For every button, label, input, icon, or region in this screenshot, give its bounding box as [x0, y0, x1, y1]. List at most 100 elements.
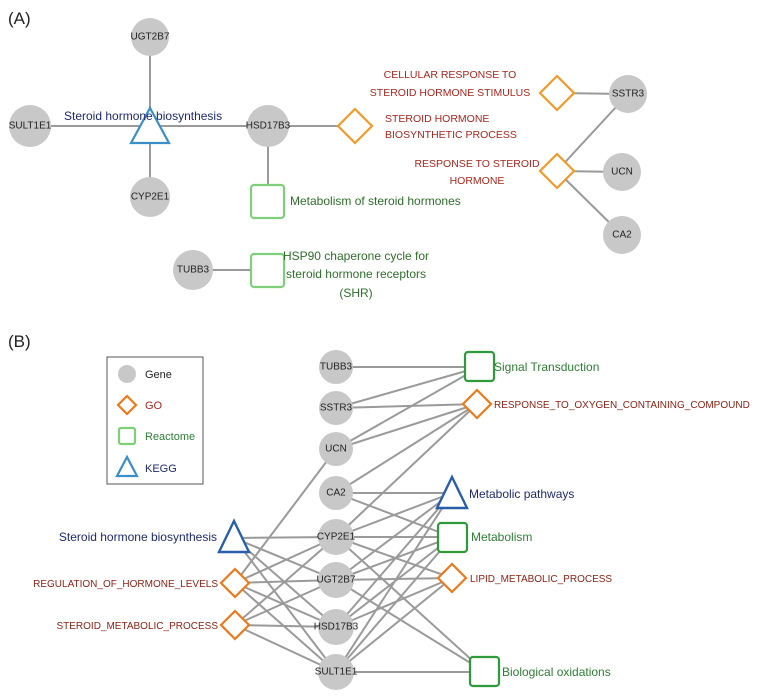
edge [335, 403, 478, 538]
reactome-label-line1: HSP90 chaperone cycle for [283, 249, 429, 263]
reactome-label: Metabolism [471, 530, 532, 544]
gene-node-sult1e1: SULT1E1 [9, 105, 52, 147]
kegg-triangle-icon [129, 105, 171, 145]
reactome-label: Metabolism of steroid hormones [290, 194, 461, 208]
edge [234, 582, 337, 673]
gene-node-ca2: CA2 [603, 216, 641, 254]
go-label: REGULATION_OF_HORMONE_LEVELS [33, 579, 218, 590]
go-label-line2: STEROID HORMONE STIMULUS [370, 87, 530, 99]
go-diamond-icon [336, 107, 374, 145]
reactome-node-biological-oxidations: Biological oxidations [468, 655, 611, 688]
legend-reactome-icon [117, 426, 137, 446]
gene-node-ucn-b: UCN [319, 432, 353, 466]
gene-label: UGT2B7 [131, 32, 170, 43]
gene-node-ugt2b7-b: UGT2B7 [317, 562, 356, 598]
reactome-label-line2: steroid hormone receptors [286, 267, 426, 281]
edge [234, 448, 337, 584]
gene-label: CYP2E1 [131, 192, 170, 203]
edge [234, 536, 337, 584]
gene-node-ucn: UCN [603, 153, 641, 191]
kegg-triangle-icon [435, 474, 469, 510]
legend: Gene GO Reactome KEGG [106, 356, 204, 485]
gene-node-tubb3-b: TUBB3 [319, 350, 353, 384]
go-diamond-icon [538, 152, 576, 190]
go-label-line1: RESPONSE TO STEROID [414, 158, 539, 170]
go-node-lipid-metabolic-process: LIPID_METABOLIC_PROCESS [436, 562, 612, 594]
edge [335, 577, 453, 673]
go-label: RESPONSE_TO_OXYGEN_CONTAINING_COMPOUND [494, 400, 750, 411]
go-label-line2: HORMONE [450, 175, 505, 187]
gene-label: UCN [611, 167, 633, 178]
kegg-label: Metabolic pathways [469, 487, 574, 501]
legend-kegg-label: KEGG [145, 463, 177, 475]
panel-a: (A) UGT2B7 SULT1E1 CYP2E1 [8, 9, 647, 300]
gene-node-hsd17b3-b: HSD17B3 [314, 609, 359, 645]
gene-label: SSTR3 [612, 89, 645, 100]
go-label: LIPID_METABOLIC_PROCESS [470, 574, 612, 585]
panel-b-edges [233, 366, 486, 673]
edge [335, 577, 453, 628]
panel-b: (B) Gene GO Reactome KEGG [8, 332, 750, 690]
kegg-node-steroid-biosynthesis: Steroid hormone biosynthesis [64, 105, 222, 145]
edge [335, 579, 486, 673]
gene-node-sstr3: SSTR3 [609, 75, 647, 113]
reactome-node-metabolism-steroid: Metabolism of steroid hormones [249, 183, 461, 220]
gene-label: CA2 [612, 230, 632, 241]
go-node-cellular-response: CELLULAR RESPONSE TO STEROID HORMONE STI… [370, 69, 576, 112]
go-node-response-oxygen: RESPONSE_TO_OXYGEN_CONTAINING_COMPOUND [461, 388, 750, 420]
reactome-label: Signal Transduction [494, 360, 599, 374]
reactome-square-icon [249, 252, 286, 289]
edge [335, 492, 453, 538]
kegg-node-steroid-biosynthesis-b: Steroid hormone biosynthesis [59, 518, 251, 554]
go-node-biosynthetic-process: STEROID HORMONE BIOSYNTHETIC PROCESS [336, 107, 517, 145]
reactome-node-signal-transduction: Signal Transduction [463, 350, 599, 383]
edge [335, 536, 453, 579]
legend-gene-icon [118, 365, 136, 383]
reactome-square-icon [468, 655, 501, 688]
edge [335, 403, 478, 450]
reactome-square-icon [463, 350, 496, 383]
gene-label: SULT1E1 [9, 121, 52, 132]
go-label: STEROID_METABOLIC_PROCESS [56, 621, 218, 632]
edge [335, 536, 486, 673]
gene-label: HSD17B3 [314, 622, 359, 633]
edge [335, 366, 481, 450]
edge [234, 579, 337, 626]
gene-node-sstr3-b: SSTR3 [319, 391, 353, 425]
gene-label: TUBB3 [177, 265, 210, 276]
gene-label: UCN [325, 444, 347, 455]
gene-label: SSTR3 [320, 403, 353, 414]
gene-label: HSD17B3 [246, 121, 291, 132]
edge [335, 577, 453, 581]
kegg-label: Steroid hormone biosynthesis [64, 109, 222, 123]
go-diamond-icon [461, 388, 493, 420]
gene-label: SULT1E1 [315, 667, 358, 678]
edge [335, 366, 481, 409]
gene-node-ca2-b: CA2 [319, 476, 353, 510]
gene-node-hsd17b3: HSD17B3 [246, 105, 291, 147]
gene-node-tubb3: TUBB3 [173, 250, 213, 290]
panel-b-label: (B) [8, 332, 31, 351]
kegg-label: Steroid hormone biosynthesis [59, 530, 217, 544]
go-diamond-icon [219, 609, 251, 641]
reactome-label-line3: (SHR) [339, 286, 372, 300]
edge [335, 403, 478, 409]
reactome-node-metabolism: Metabolism [436, 521, 532, 554]
edge [234, 536, 337, 626]
reactome-label: Biological oxidations [502, 665, 611, 679]
reactome-square-icon [436, 521, 469, 554]
go-diamond-icon [219, 567, 251, 599]
reactome-square-icon [249, 183, 286, 220]
go-label-line2: BIOSYNTHETIC PROCESS [385, 129, 517, 141]
edge [234, 582, 337, 628]
legend-go-label: GO [145, 400, 163, 412]
edge [335, 403, 478, 494]
gene-node-ugt2b7: UGT2B7 [131, 18, 170, 56]
gene-node-sult1e1-b: SULT1E1 [315, 654, 358, 690]
go-node-regulation-hormone-levels: REGULATION_OF_HORMONE_LEVELS [33, 567, 251, 599]
gene-node-cyp2e1-b: CYP2E1 [317, 519, 356, 555]
edge [234, 624, 337, 673]
go-node-steroid-metabolic-process: STEROID_METABOLIC_PROCESS [56, 609, 251, 641]
legend-reactome-label: Reactome [145, 431, 195, 443]
go-node-response-to-steroid: RESPONSE TO STEROID HORMONE [414, 152, 576, 190]
